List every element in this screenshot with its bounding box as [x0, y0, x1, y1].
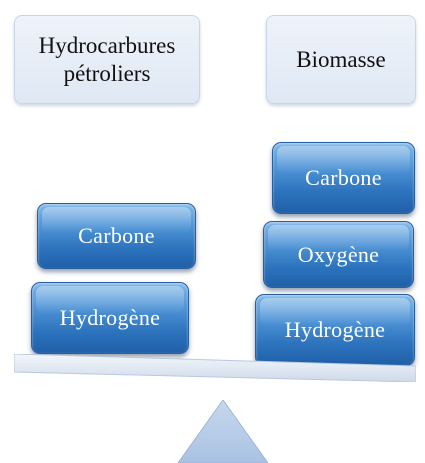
left-block-hydrogene: Hydrogène	[31, 282, 189, 354]
label-biomasse-text: Biomasse	[296, 46, 386, 72]
label-hydrocarbures: Hydrocarbures pétroliers	[14, 15, 200, 104]
right-block-hydrogene: Hydrogène	[255, 294, 415, 366]
left-block-carbone: Carbone	[37, 203, 196, 269]
balance-beam	[14, 354, 416, 382]
label-hydrocarbures-text: Hydrocarbures pétroliers	[38, 32, 176, 86]
balance-fulcrum	[178, 400, 268, 463]
right-block-oxygene: Oxygène	[263, 221, 414, 288]
label-biomasse: Biomasse	[266, 15, 416, 104]
right-block-carbone: Carbone	[272, 142, 415, 214]
